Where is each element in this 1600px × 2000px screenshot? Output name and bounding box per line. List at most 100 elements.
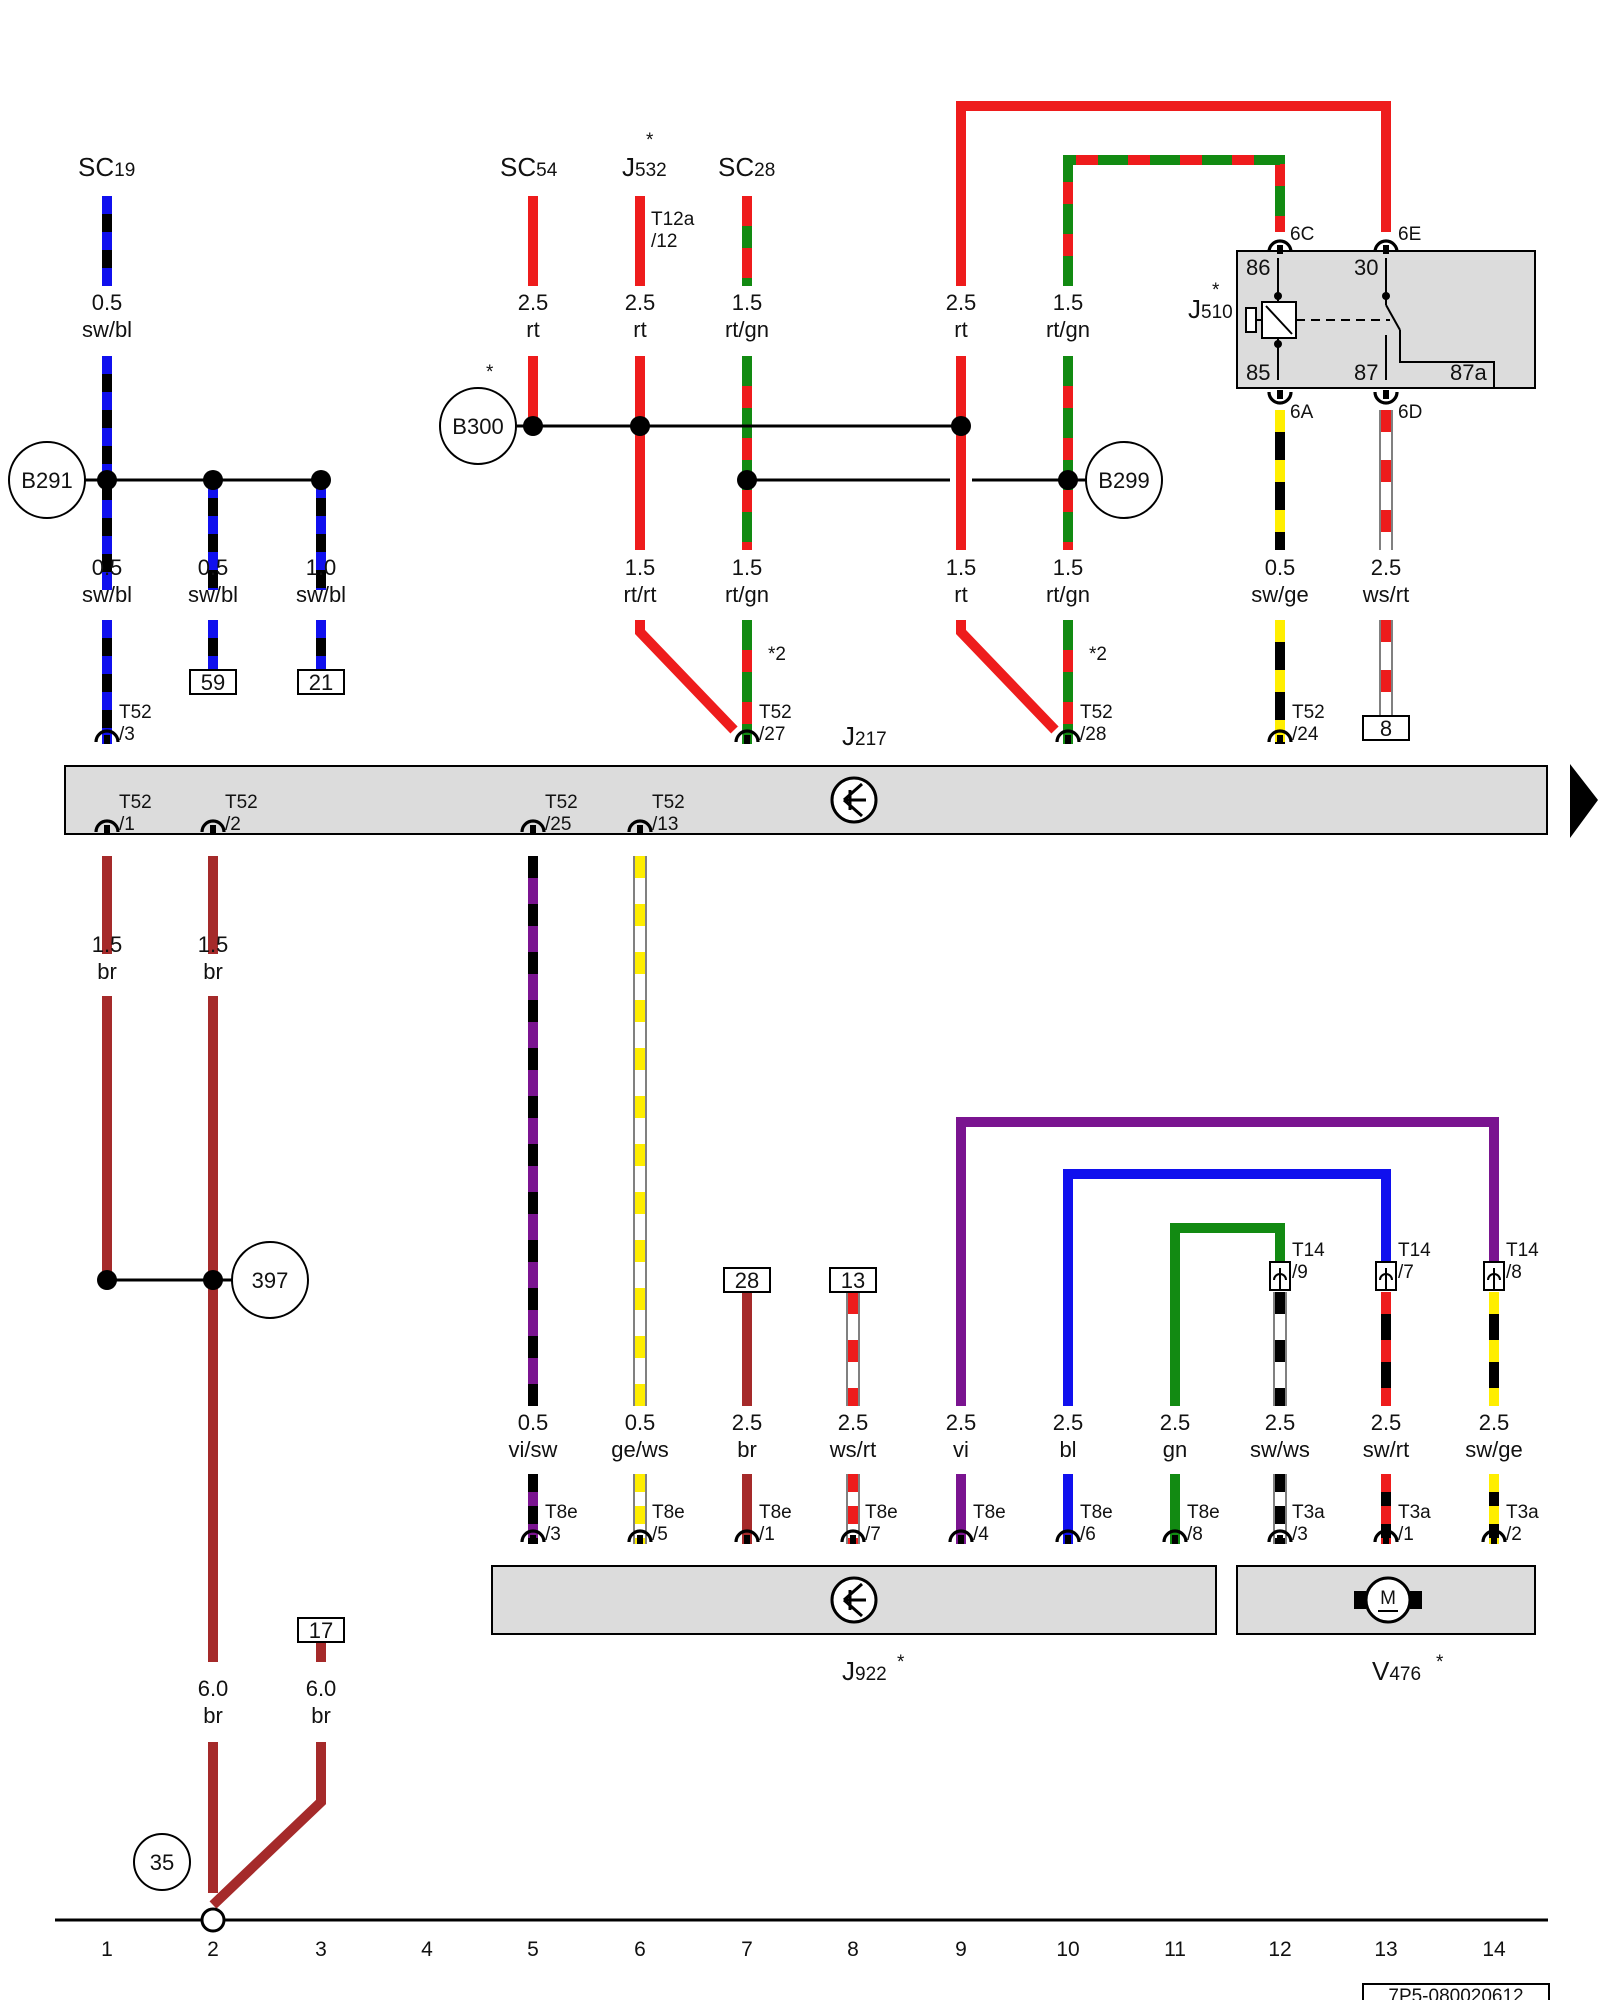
connector-pin: /1 [1398, 1524, 1414, 1545]
connector-pin: /7 [1398, 1262, 1414, 1283]
circle-refs [8, 387, 1163, 1891]
relay-node [1274, 340, 1282, 348]
connector-label: T52 [119, 702, 152, 723]
pin-87a: 87a [1450, 360, 1487, 385]
splice-dot [203, 470, 223, 490]
wire-color-label: sw/bl [82, 582, 132, 607]
wire-base [1063, 1169, 1391, 1406]
column-number: 4 [421, 1938, 433, 1961]
column-number: 7 [741, 1938, 753, 1961]
wire-j510-87 [1379, 410, 1393, 550]
wire-size-label: 2.5 [1160, 1410, 1191, 1435]
j217-box [64, 765, 1548, 835]
sc28-label: SC28 [718, 152, 775, 182]
ref8-box [1362, 715, 1410, 741]
doc-id: 7P5-080020612 [1388, 1986, 1523, 2000]
splice-dot [311, 470, 331, 490]
wire-size-label: 2.5 [625, 290, 656, 315]
wire-color-label: rt [526, 317, 539, 342]
j532-star: * [646, 130, 654, 151]
wire-color-label: rt [954, 317, 967, 342]
connector-label: T8e [1187, 1502, 1220, 1523]
relay-node [1274, 292, 1282, 300]
wire-color-label: br [311, 1703, 331, 1728]
column-number: 2 [207, 1938, 219, 1961]
wire-color-label: gn [1163, 1437, 1187, 1462]
wire-color-label: sw/rt [1363, 1437, 1409, 1462]
footnote-2-left: *2 [768, 644, 786, 665]
wire-size-label: 6.0 [306, 1676, 337, 1701]
connector-pin: /2 [225, 814, 241, 835]
wire-color-label: rt [633, 317, 646, 342]
wire-size-label: 2.5 [518, 290, 549, 315]
connector-pin: /5 [652, 1524, 668, 1545]
wire-gn-loop [1170, 1223, 1285, 1406]
ref21-text: 21 [309, 670, 333, 695]
control-unit-j922 [491, 1565, 1217, 1635]
wire-color-label: sw/bl [82, 317, 132, 342]
wire-color-label: br [737, 1437, 757, 1462]
wire-base [209, 1742, 326, 1909]
wire-color-label: rt/rt [624, 582, 657, 607]
connector-pin: /3 [119, 724, 135, 745]
ground-point [200, 1907, 226, 1933]
wire-color-label: ws/rt [829, 1437, 876, 1462]
relay-node [1382, 292, 1390, 300]
ecu-symbol-glyph [843, 1582, 866, 1618]
wire-color-label: br [203, 959, 223, 984]
control-unit-j217 [64, 764, 1598, 838]
motor-terminal [1354, 1591, 1366, 1609]
ref59-text: 59 [201, 670, 225, 695]
wire-size-label: 1.5 [198, 932, 229, 957]
connector-pin: /1 [759, 1524, 775, 1545]
connector-pin: /13 [652, 814, 678, 835]
ref-boxes [189, 669, 1410, 1643]
ref17-box [297, 1617, 345, 1643]
connector-label: T8e [652, 1502, 685, 1523]
footnote-2-right: *2 [1089, 644, 1107, 665]
connector-label: T3a [1398, 1502, 1431, 1523]
wire-size-label: 1.5 [1053, 555, 1084, 580]
j922-star: * [897, 1652, 905, 1673]
connector-pin: /24 [1292, 724, 1319, 745]
wire-size-label: 6.0 [198, 1676, 229, 1701]
wire-size-label: 2.5 [946, 1410, 977, 1435]
column-number: 8 [847, 1938, 859, 1961]
column-number: 6 [634, 1938, 646, 1961]
connector-label: T14 [1398, 1240, 1431, 1261]
connector-pin: /7 [865, 1524, 881, 1545]
b291-label: B291 [21, 468, 72, 493]
wire-color-label: vi [953, 1437, 969, 1462]
t12a-label: T12a [651, 209, 695, 230]
t12a-pin: /12 [651, 231, 677, 252]
wire-base [956, 1117, 1499, 1406]
conn-6e: 6E [1398, 224, 1421, 245]
splice-dot [630, 416, 650, 436]
wire-size-label: 1.5 [92, 932, 123, 957]
wire-size-label: 2.5 [838, 1410, 869, 1435]
splice-dots [97, 416, 1078, 1290]
wire-base [956, 101, 1391, 286]
connector-pin: /9 [1292, 1262, 1308, 1283]
wire-color-label: sw/ge [1251, 582, 1308, 607]
connector-label: T8e [973, 1502, 1006, 1523]
relay-switch-arm [1385, 304, 1401, 331]
splice-dot [203, 1270, 223, 1290]
ref59-box [189, 669, 237, 695]
wire-color-label: br [97, 959, 117, 984]
j532-label: J532 [622, 152, 667, 182]
connector-label: T3a [1506, 1502, 1539, 1523]
wire-red-loop [956, 101, 1391, 286]
connector-label: T52 [545, 792, 578, 813]
wire-color-label: ge/ws [611, 1437, 668, 1462]
connector-label: T52 [652, 792, 685, 813]
wire-col3-gnd [209, 1742, 326, 1909]
c35-label: 35 [150, 1850, 174, 1875]
column-number: 11 [1164, 1938, 1186, 1961]
splice-dot [97, 470, 117, 490]
connector-pin: /8 [1187, 1524, 1203, 1545]
wire-size-label: 0.5 [518, 1410, 549, 1435]
v476-label: V476 [1372, 1656, 1421, 1686]
j922-label: J922 [842, 1656, 887, 1686]
